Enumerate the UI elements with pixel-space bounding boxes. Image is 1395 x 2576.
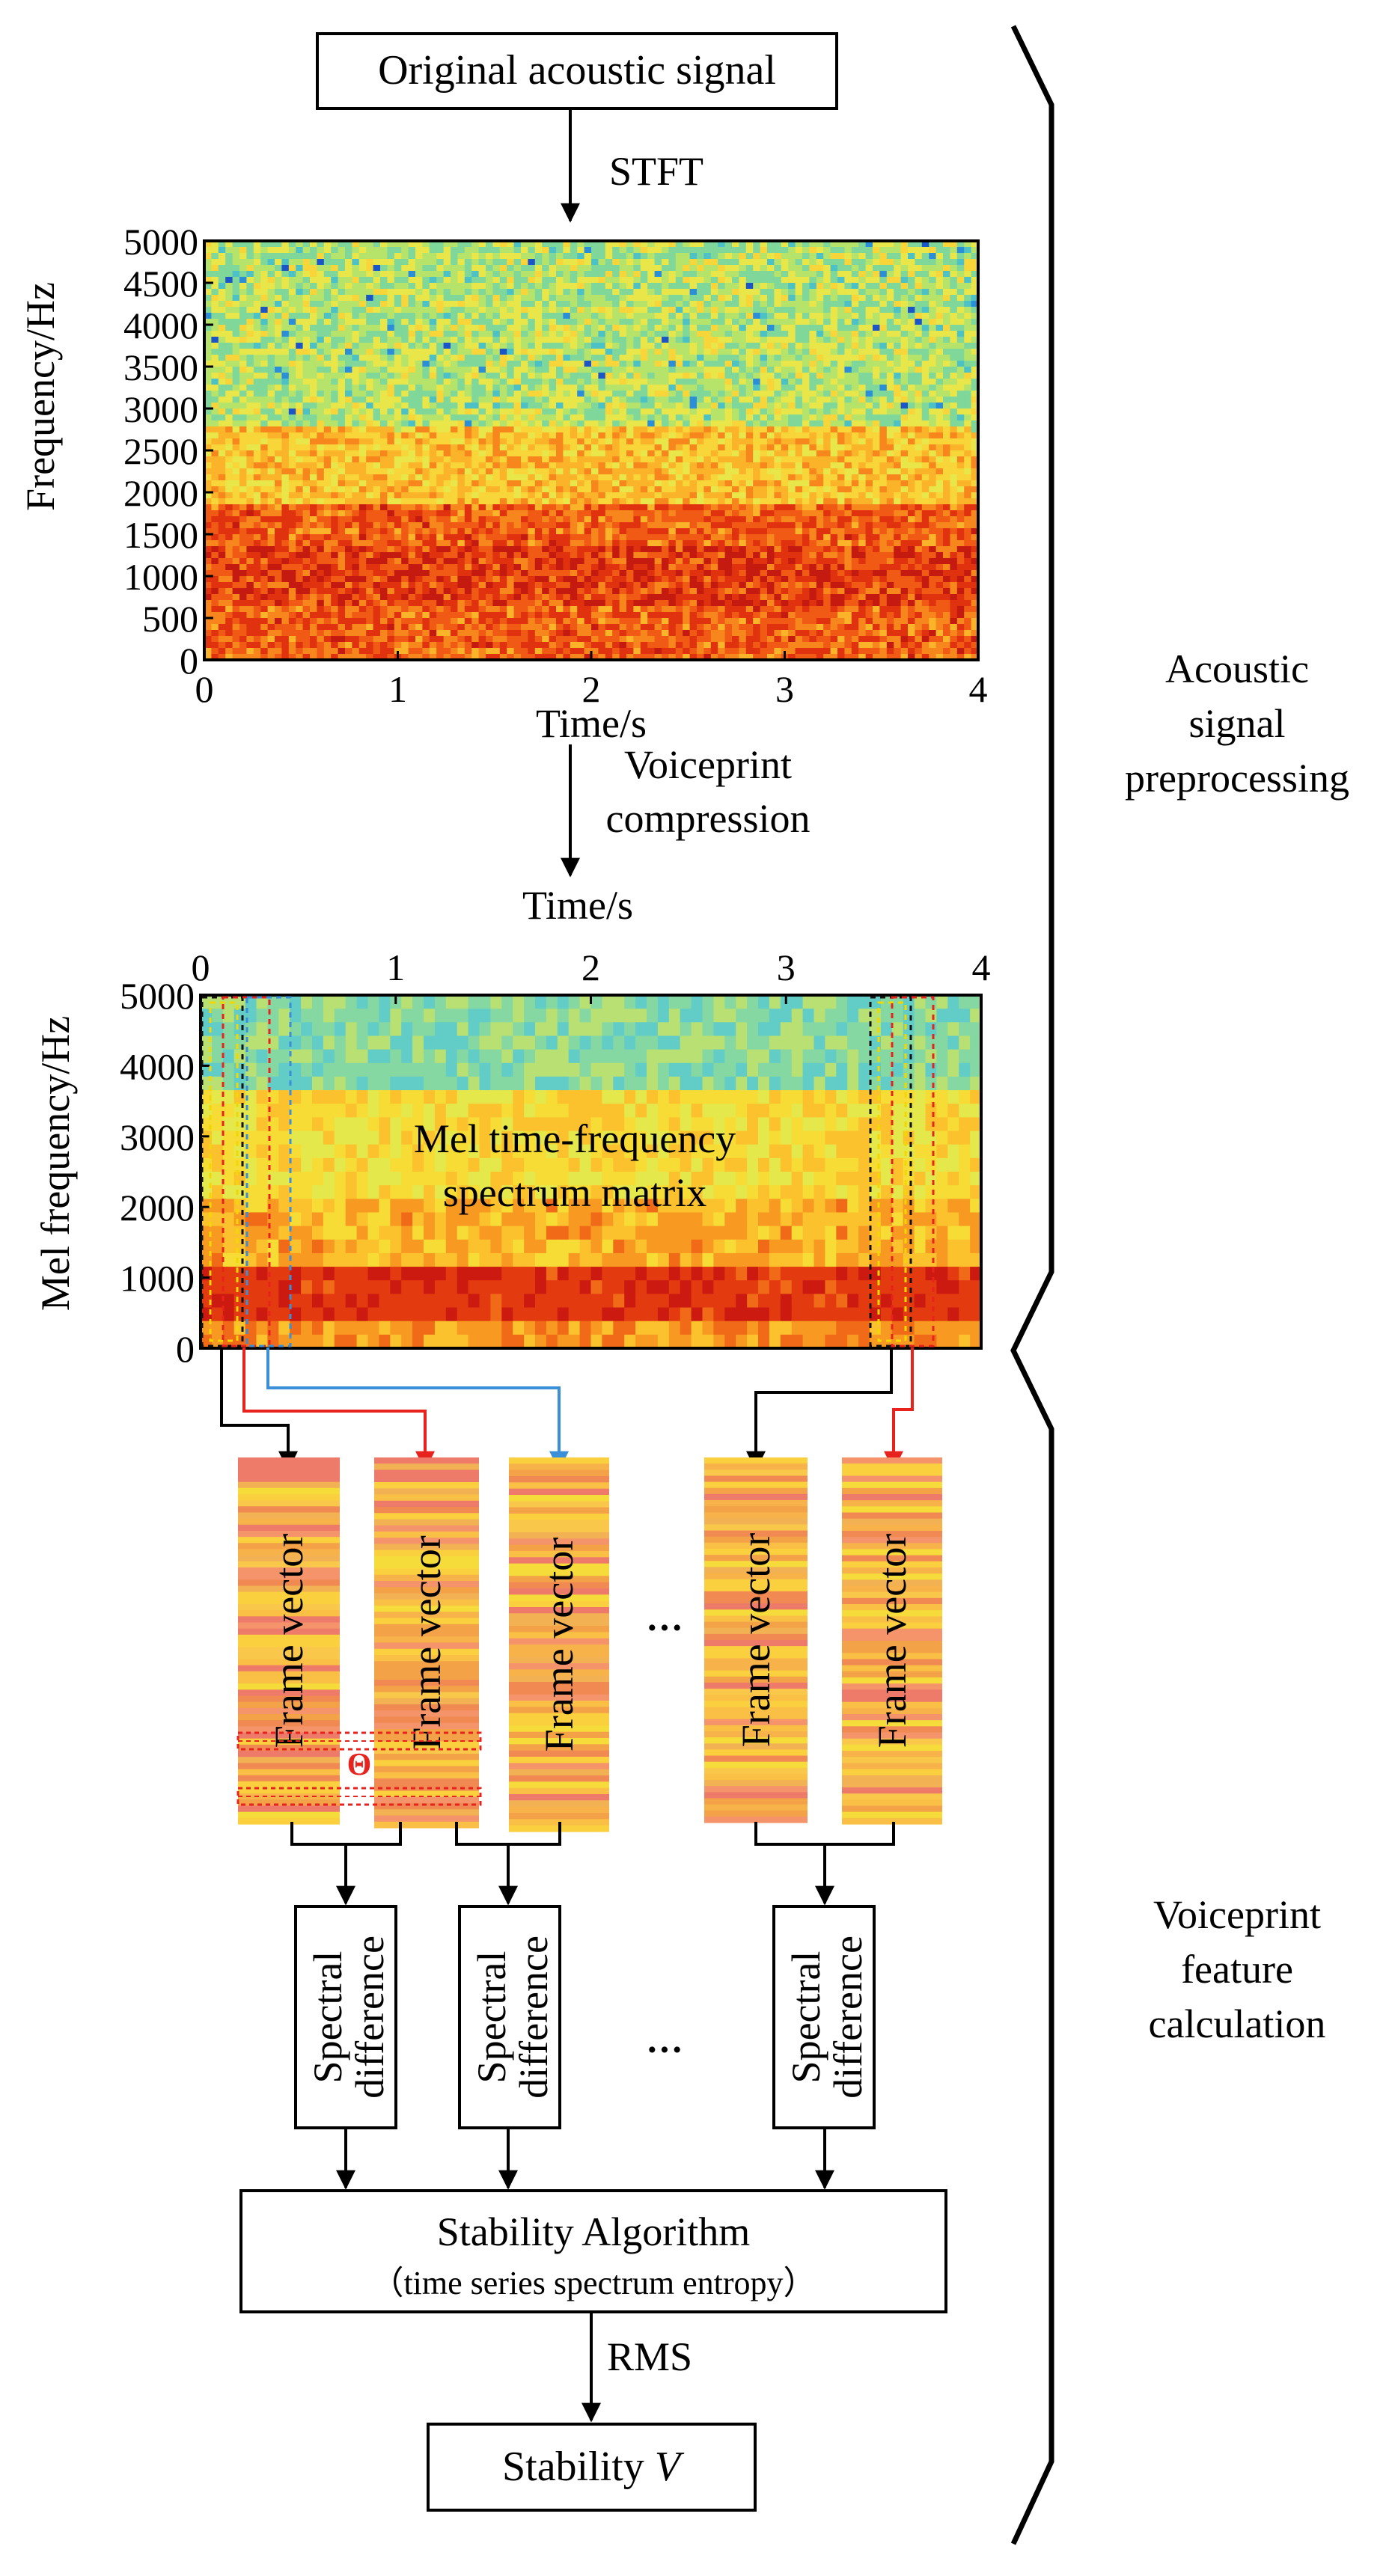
mel-y-tick: 3000: [120, 1116, 195, 1158]
stage-label-feature-calculation: Voiceprint feature calculation: [1149, 1892, 1326, 2046]
stft-label: STFT: [609, 149, 703, 194]
connector-black-2: [746, 1347, 893, 1471]
frame-vector-label: Frame vector: [537, 1538, 581, 1752]
spectrogram-y-tick: 4500: [123, 263, 198, 305]
spectrogram-plot: [204, 241, 979, 661]
rms-arrow: RMS: [581, 2312, 692, 2423]
mel-y-tick: 5000: [120, 975, 195, 1017]
mel-x-axis: 0 1 2 3 4: [192, 946, 991, 1004]
diff-to-stability-arrows: [336, 2128, 834, 2190]
connector-black-1: [220, 1347, 298, 1471]
frame-vector-4: Frame vector: [704, 1457, 808, 1823]
spectrogram-y-tick: 3500: [123, 346, 198, 388]
connector-red-2: [884, 1347, 914, 1471]
output-box: Stability V: [427, 2423, 757, 2512]
spectrogram-y-tick: 3000: [123, 388, 198, 430]
mel-y-tick: 0: [176, 1328, 195, 1370]
window-left-blue: [245, 996, 292, 1347]
frame-connectors: [220, 1347, 914, 1471]
connector-red-1: [242, 1347, 435, 1471]
spectrogram-x-tick: 2: [582, 668, 601, 710]
frame-vector-2: Frame vector: [374, 1457, 479, 1829]
frame-vector-label: Frame vector: [266, 1534, 311, 1748]
mel-x-tick: 1: [386, 946, 405, 988]
spectral-difference-label-1: Spectral: [469, 1951, 514, 2084]
input-box: Original acoustic signal: [316, 32, 838, 110]
stage-label-preprocessing: Acoustic signal preprocessing: [1125, 646, 1349, 801]
frame-vector-1: Frame vector: [238, 1457, 340, 1825]
mel-matrix-label-2: spectrum matrix: [443, 1170, 706, 1215]
spectrogram-y-tick: 0: [180, 640, 198, 682]
mel-y-tick: 2000: [120, 1187, 195, 1229]
mel-chart: Time/s 0 1000 2000 3000 4000 5000 0 1 2 3 4 Mel f…: [33, 883, 991, 1370]
spectrogram-y-label: Frequency/Hz: [18, 282, 63, 511]
output-box-variable: V: [655, 2444, 685, 2490]
spectrogram-y-tick: 1000: [123, 556, 198, 598]
connector-blue-1: [266, 1347, 569, 1471]
spectrogram-y-tick: 2000: [123, 472, 198, 514]
spectrogram-x-tick: 0: [195, 668, 214, 710]
frames-ellipsis: ···: [646, 1606, 683, 1648]
spectral-difference-label-2: difference: [511, 1936, 556, 2099]
output-box-label: Stability: [502, 2444, 655, 2490]
compression-label-2: compression: [606, 796, 811, 841]
window-left-yellow: [209, 1001, 239, 1342]
frame-vectors: Frame vector Frame vector Frame vector Fram…: [238, 1457, 942, 1832]
mel-x-tick: 0: [192, 946, 210, 988]
stage-brace: [1010, 25, 1054, 2545]
mel-x-tick: 2: [581, 946, 600, 988]
spectrogram-y-tick: 2500: [123, 430, 198, 472]
frame-vector-label: Frame vector: [404, 1535, 449, 1749]
stability-algorithm-box: Stability Algorithm （time series spectru…: [239, 2189, 947, 2313]
mel-y-label: Mel frequency/Hz: [33, 1016, 78, 1311]
window-right-black: [869, 996, 912, 1347]
mel-matrix-label-1: Mel time-frequency: [414, 1116, 736, 1161]
spectral-difference-label-1: Spectral: [305, 1951, 350, 2084]
compression-arrow: Voiceprint compression: [561, 742, 811, 878]
spectrogram-chart: 0500100015002000250030003500400045005000…: [18, 221, 988, 746]
spectrogram-x-tick: 3: [775, 668, 794, 710]
mel-y-tick: 4000: [120, 1045, 195, 1087]
compression-label-1: Voiceprint: [624, 742, 792, 787]
frame-vector-label: Frame vector: [870, 1534, 915, 1748]
rms-label: RMS: [607, 2334, 692, 2379]
stft-arrow: STFT: [561, 108, 703, 223]
mel-x-tick: 3: [777, 946, 796, 988]
spectrogram-y-tick: 5000: [123, 221, 198, 263]
mel-y-tick: 1000: [120, 1258, 195, 1300]
spectral-difference-label-2: difference: [825, 1936, 870, 2099]
window-right-red: [891, 996, 935, 1347]
mel-x-label: Time/s: [522, 883, 633, 928]
frame-difference-overlay: Θ: [236, 1731, 482, 1806]
spectrogram-x-label: Time/s: [536, 701, 647, 746]
spectral-difference-label-1: Spectral: [784, 1951, 828, 2084]
mel-plot: [201, 995, 982, 1349]
mel-y-axis: 0 1000 2000 3000 4000 5000: [120, 975, 210, 1370]
spectrogram-x-tick: 4: [969, 668, 988, 710]
frame-vector-3: Frame vector: [509, 1457, 609, 1832]
spectrogram-x-axis: 0 1 2 3 4: [195, 651, 988, 710]
window-right-yellow: [877, 1001, 907, 1342]
stability-algorithm-title: Stability Algorithm: [437, 2209, 751, 2254]
frame-to-diff-connectors: [290, 1822, 895, 1906]
difference-operator: Θ: [347, 1748, 372, 1782]
frame-vector-5: Frame vector: [842, 1457, 942, 1825]
window-left-red: [222, 996, 271, 1347]
spectrogram-y-tick: 4000: [123, 305, 198, 346]
spectrogram-y-tick: 1500: [123, 514, 198, 556]
diffs-ellipsis: ···: [646, 2028, 683, 2070]
frame-vector-label: Frame vector: [733, 1533, 778, 1747]
mel-x-tick: 4: [972, 946, 991, 988]
spectrogram-x-tick: 1: [388, 668, 407, 710]
stability-algorithm-subtitle: （time series spectrum entropy）: [370, 2265, 816, 2301]
spectrogram-y-tick: 500: [142, 598, 198, 640]
spectral-difference-label-2: difference: [347, 1936, 392, 2099]
input-box-label: Original acoustic signal: [378, 47, 776, 94]
